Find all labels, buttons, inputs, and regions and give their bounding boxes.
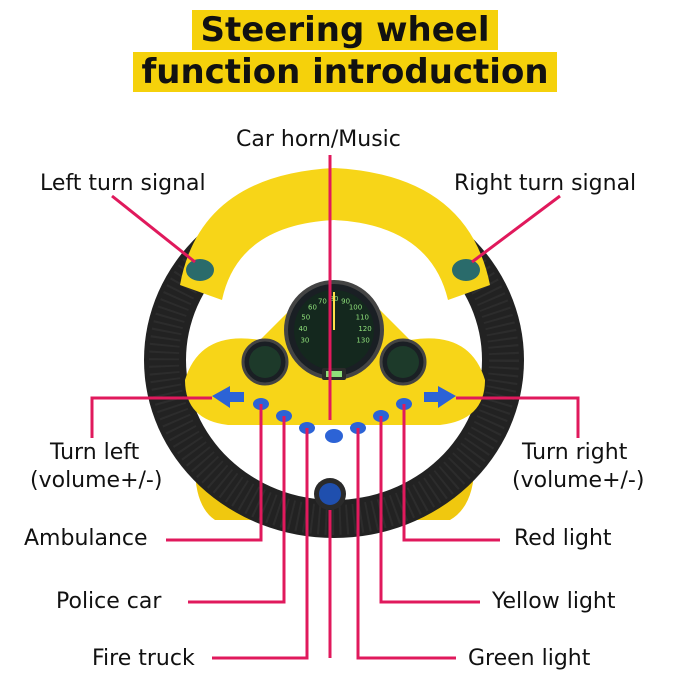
right-signal-icon	[452, 259, 480, 281]
gauge-number: 70	[318, 297, 327, 305]
wheel-top-arch	[180, 168, 490, 300]
label-turn-left: Turn left	[50, 440, 140, 465]
left-signal-icon	[186, 259, 214, 281]
label-red-light: Red light	[514, 526, 612, 551]
label-turn-right: Turn right	[522, 440, 628, 465]
label-fire-truck: Fire truck	[92, 646, 195, 671]
label-turn-right-volume: (volume+/-)	[512, 468, 645, 493]
gauge-number: 120	[358, 325, 371, 333]
turn-left-arrow-icon	[212, 386, 244, 408]
gauge-number: 100	[349, 304, 362, 312]
gauge-number: 130	[356, 337, 369, 345]
title-line-1: Steering wheel	[0, 10, 690, 50]
label-turn-left-volume: (volume+/-)	[30, 468, 163, 493]
gauge-number: 40	[299, 325, 308, 333]
label-right-turn-signal: Right turn signal	[454, 171, 637, 196]
gauge-number: 50	[301, 313, 310, 321]
label-left-turn-signal: Left turn signal	[40, 171, 206, 196]
label-police-car: Police car	[56, 589, 162, 614]
label-yellow-light: Yellow light	[492, 589, 616, 614]
label-car-horn: Car horn/Music	[236, 127, 401, 152]
gauge-number: 90	[341, 297, 350, 305]
label-ambulance: Ambulance	[24, 526, 148, 551]
gauge-number: 30	[300, 337, 309, 345]
gauge-number: 110	[356, 313, 369, 321]
gauge-number: 60	[308, 304, 317, 312]
label-green-light: Green light	[468, 646, 591, 671]
title-line-2: function introduction	[0, 52, 690, 92]
leader-lines	[90, 155, 580, 660]
turn-right-arrow-icon	[424, 386, 456, 408]
